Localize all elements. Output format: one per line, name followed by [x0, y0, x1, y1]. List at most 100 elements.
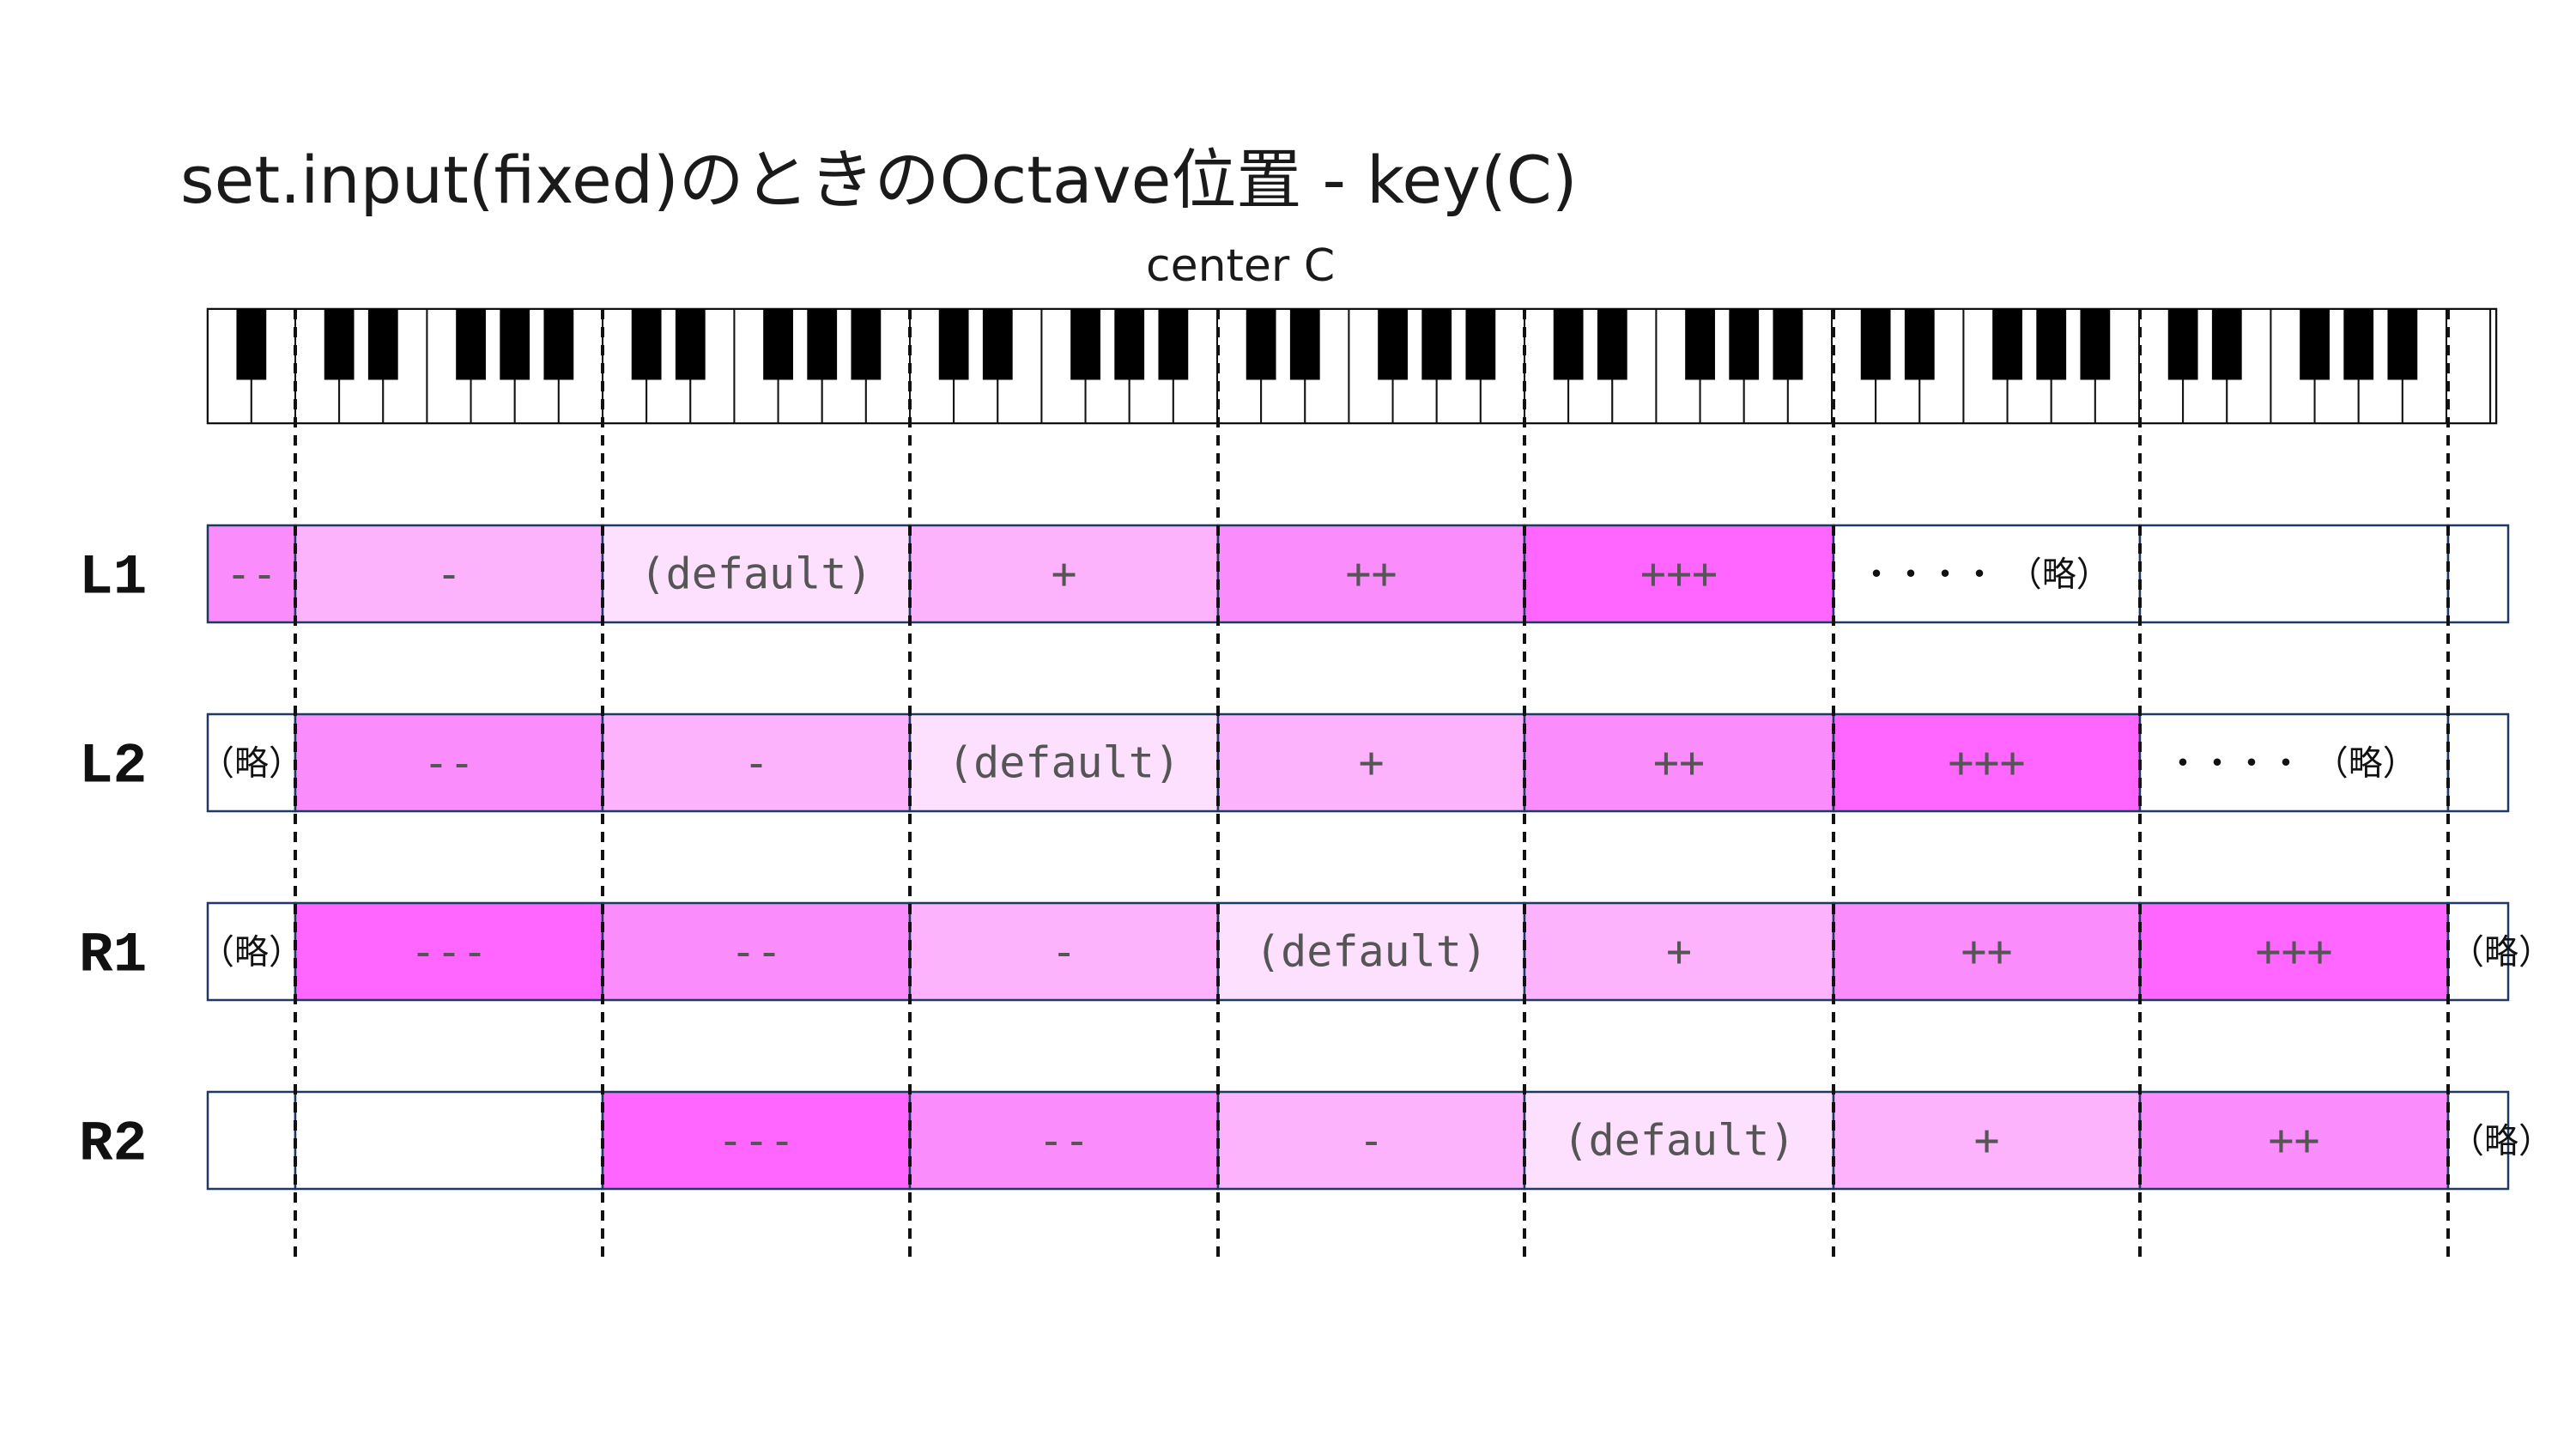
black-key	[543, 309, 574, 380]
cell-label: （略）	[200, 933, 303, 973]
black-key	[1421, 309, 1452, 380]
cell-label: ・・・・ （略）	[2166, 744, 2417, 784]
center-c-label: center C	[1146, 240, 1336, 292]
cell-label: +++	[1640, 549, 1718, 599]
black-key	[1773, 309, 1803, 380]
octave-cell	[2446, 712, 2510, 813]
octave-divider-lines	[294, 309, 2450, 1262]
cell-label: +++	[2255, 927, 2332, 977]
octave-cell	[2446, 1090, 2510, 1191]
octave-cell	[1523, 524, 1835, 624]
octave-row-l2: L2（略）---(default)++++++・・・・ （略）	[79, 712, 2510, 813]
octave-rows: L1---(default)++++++・・・・ （略）L2（略）---(def…	[79, 524, 2553, 1191]
octave-cell	[294, 712, 604, 813]
octave-cell	[2446, 524, 2510, 624]
octave-cell	[1216, 1090, 1526, 1191]
black-key	[1158, 309, 1189, 380]
octave-cell	[206, 1090, 297, 1191]
black-key	[1070, 309, 1100, 380]
black-key	[456, 309, 486, 380]
black-key	[2036, 309, 2067, 380]
black-key	[938, 309, 969, 380]
black-key	[236, 309, 267, 380]
octave-cell	[2138, 524, 2450, 624]
white-key	[2446, 308, 2492, 424]
row-label: L1	[79, 546, 147, 610]
white-key	[2489, 308, 2497, 424]
cell-label: ++	[1345, 549, 1397, 599]
octave-cell	[601, 1090, 912, 1191]
octave-cell	[294, 1090, 604, 1191]
octave-cell	[1523, 901, 1835, 1002]
octave-cell	[2138, 712, 2450, 813]
octave-cell	[908, 712, 1220, 813]
cell-label: （略）	[2450, 933, 2553, 973]
diagram-title: set.input(fixed)のときのOctave位置 - key(C)	[180, 142, 1578, 218]
cell-label: --	[226, 549, 277, 599]
octave-cell	[2138, 901, 2450, 1002]
cell-label: （略）	[200, 744, 303, 784]
black-key	[1992, 309, 2022, 380]
black-key	[2167, 309, 2198, 380]
black-key	[675, 309, 706, 380]
cell-label: ++	[1653, 738, 1705, 788]
black-key	[1685, 309, 1715, 380]
cell-label: ++	[2268, 1116, 2319, 1166]
black-key	[2300, 309, 2330, 380]
octave-cell	[1832, 1090, 2142, 1191]
black-key	[2211, 309, 2242, 380]
black-key	[1597, 309, 1627, 380]
octave-cell	[1832, 712, 2142, 813]
cell-label: +	[1051, 549, 1076, 599]
black-key	[851, 309, 882, 380]
cell-label: --	[730, 927, 782, 977]
cell-label: +	[1973, 1116, 1999, 1166]
cell-label: (default)	[1563, 1116, 1796, 1166]
black-key	[631, 309, 662, 380]
cell-label: （略）	[2450, 1122, 2553, 1161]
cell-label: (default)	[640, 549, 873, 599]
cell-label: --	[1038, 1116, 1089, 1166]
octave-cell	[2138, 1090, 2450, 1191]
black-key	[324, 309, 355, 380]
cell-label: ---	[718, 1116, 795, 1166]
octave-cell	[1832, 901, 2142, 1002]
black-key	[2343, 309, 2374, 380]
cell-label: -	[1358, 1116, 1384, 1166]
octave-cell	[2446, 901, 2510, 1002]
black-key	[367, 309, 398, 380]
cell-label: ・・・・ （略）	[1859, 555, 2111, 595]
octave-cell	[601, 901, 912, 1002]
cell-label: --	[423, 738, 475, 788]
row-label: R1	[79, 924, 147, 988]
cell-label: (default)	[948, 738, 1180, 788]
octave-cell	[206, 524, 297, 624]
octave-cell	[294, 524, 604, 624]
black-key	[1246, 309, 1276, 380]
piano-keyboard	[206, 307, 2498, 425]
black-key	[500, 309, 530, 380]
black-key	[1904, 309, 1935, 380]
octave-row-l1: L1---(default)++++++・・・・ （略）	[79, 524, 2510, 624]
black-key	[1553, 309, 1584, 380]
black-key	[2080, 309, 2111, 380]
cell-label: -	[743, 738, 769, 788]
black-key	[1465, 309, 1496, 380]
row-label: R2	[79, 1113, 147, 1177]
black-key	[1860, 309, 1891, 380]
cell-label: +	[1358, 738, 1384, 788]
octave-cell	[601, 524, 912, 624]
black-key	[982, 309, 1013, 380]
octave-cell	[1216, 712, 1526, 813]
black-key	[763, 309, 793, 380]
octave-cell	[908, 901, 1220, 1002]
octave-row-r1: R1（略）------(default)++++++（略）	[79, 901, 2553, 1002]
cell-label: -	[436, 549, 462, 599]
cell-label: -	[1051, 927, 1076, 977]
octave-cell	[206, 901, 297, 1002]
cell-label: ---	[410, 927, 488, 977]
black-key	[2387, 309, 2418, 380]
cell-label: +	[1666, 927, 1692, 977]
black-key	[807, 309, 838, 380]
